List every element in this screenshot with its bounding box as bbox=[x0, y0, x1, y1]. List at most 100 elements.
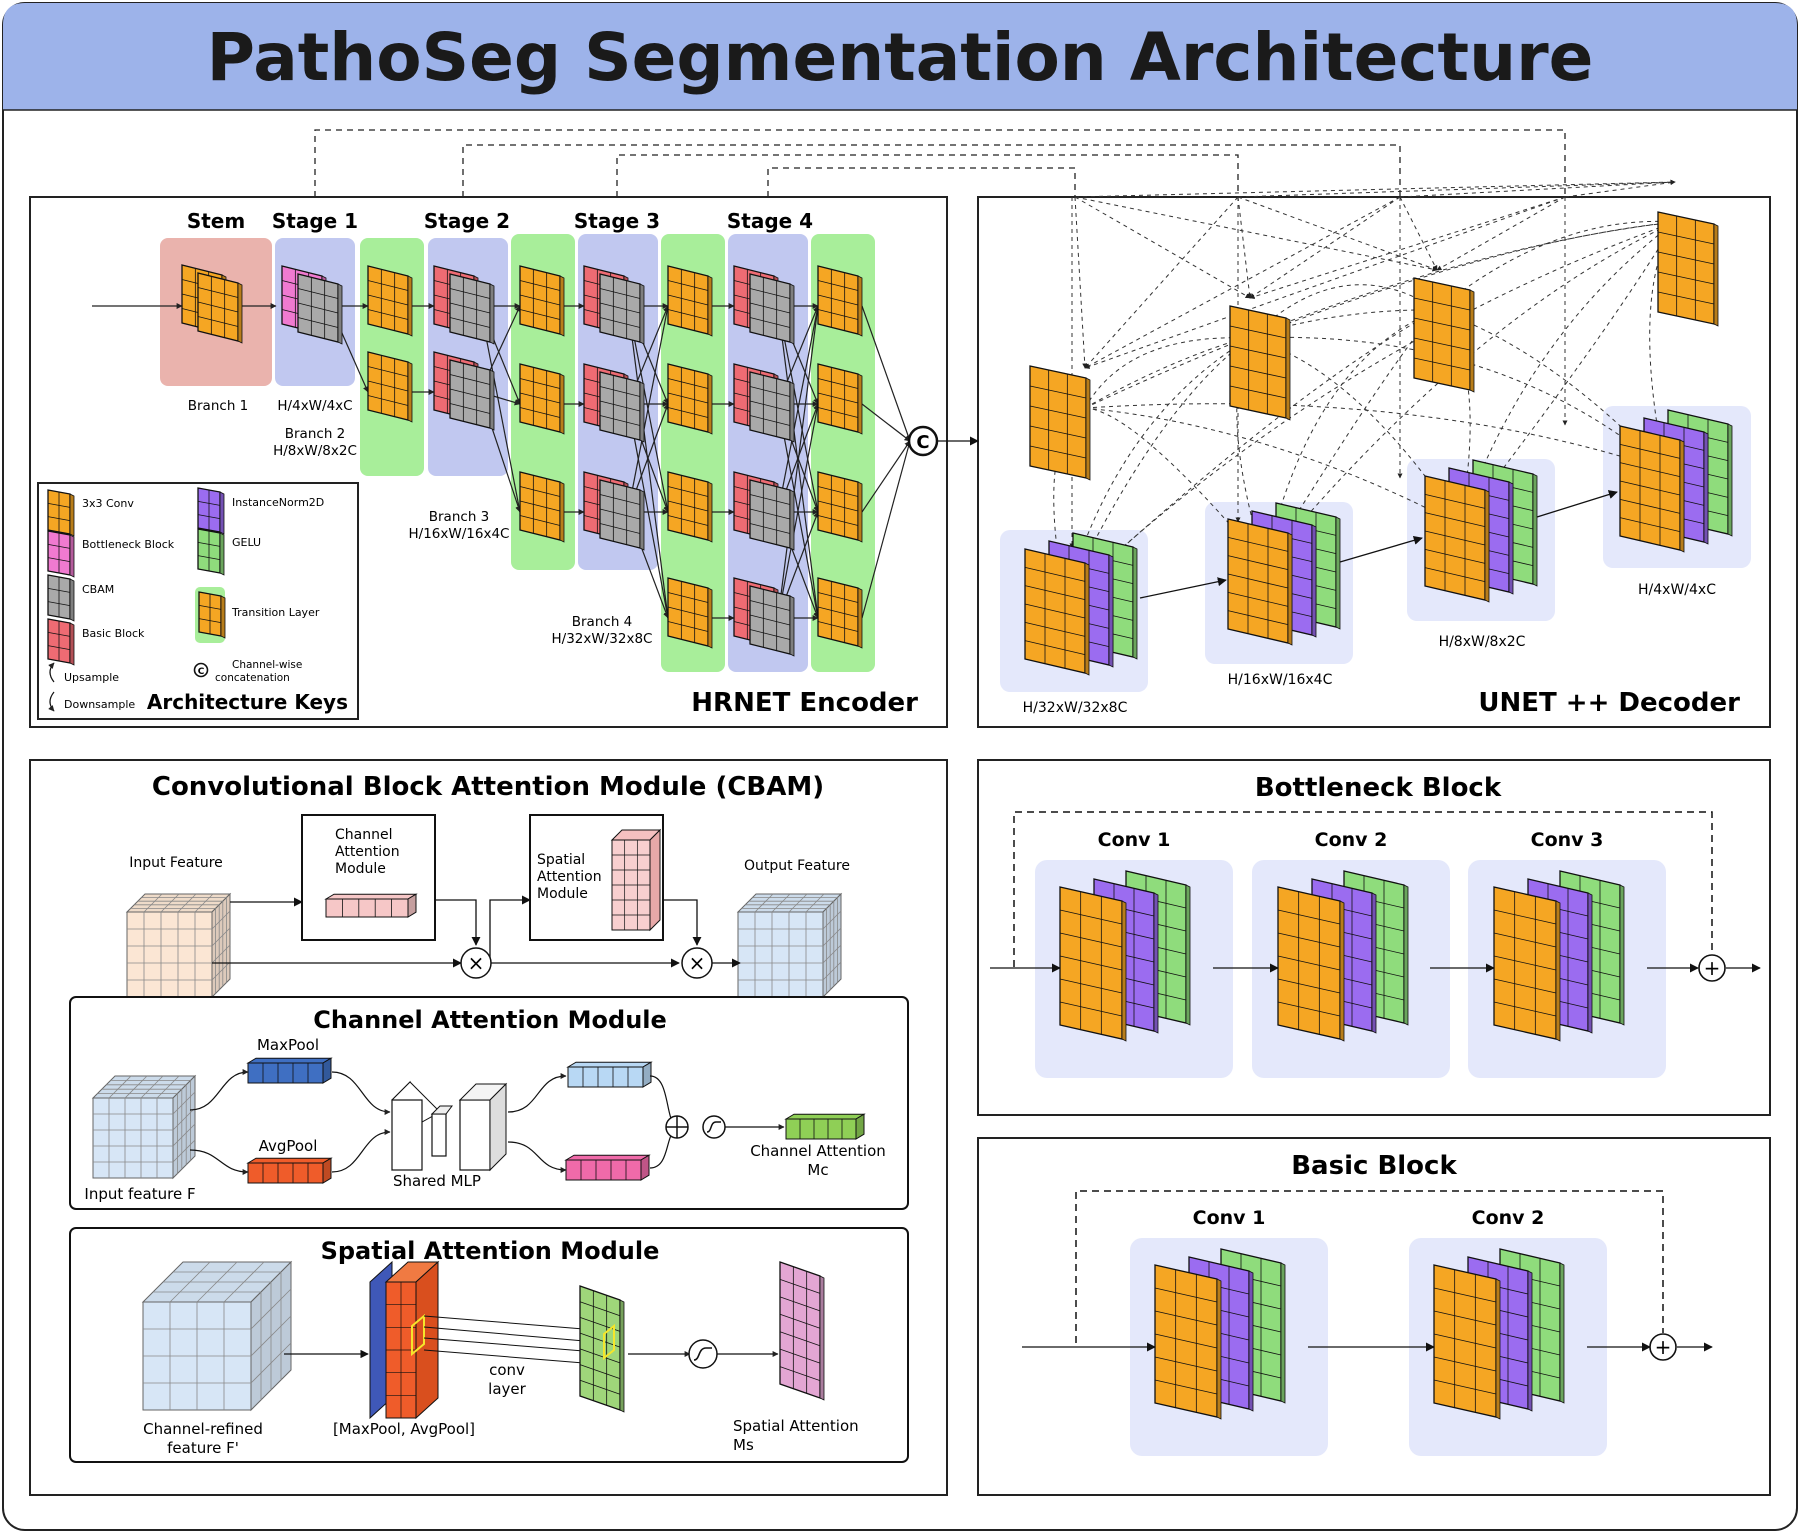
branch4-label: Branch 4 bbox=[572, 614, 633, 630]
downsample-icon bbox=[48, 691, 55, 712]
cbam-input-label: Input Feature bbox=[129, 855, 223, 871]
sam-title: Spatial Attention Module bbox=[321, 1237, 660, 1265]
key-transition-icon bbox=[198, 591, 226, 639]
transition4-b4 bbox=[817, 577, 863, 649]
cam-max-out-vector bbox=[566, 1061, 653, 1088]
dec-node-x30 bbox=[1229, 305, 1291, 421]
unetpp-decoder: H/32xW/32x8C H/16xW/16x4C H/8xW/8x2C H/4… bbox=[1000, 179, 1751, 718]
key-gelu-icon bbox=[197, 528, 225, 576]
transition3-b4 bbox=[667, 577, 713, 649]
stage4-b4-b bbox=[749, 585, 795, 657]
svg-text:×: × bbox=[468, 951, 485, 975]
svg-text:+: + bbox=[1704, 956, 1721, 980]
key-bottleneck-icon bbox=[47, 530, 75, 578]
upsample-icon bbox=[48, 662, 55, 683]
bn-add-symbol bbox=[1698, 954, 1726, 982]
key-bottleneck: Bottleneck Block bbox=[82, 538, 175, 551]
dec-group8-conv bbox=[1424, 475, 1490, 603]
bn-conv2-label: Conv 2 bbox=[1315, 829, 1388, 851]
ca-box-line3: Module bbox=[335, 861, 386, 877]
branch2-dim: H/8xW/8x2C bbox=[273, 443, 357, 459]
stage4-b2-b bbox=[749, 371, 795, 443]
transition1-b1 bbox=[367, 265, 413, 337]
key-conv-icon bbox=[47, 489, 75, 537]
dec-dim-16: H/16xW/16x4C bbox=[1228, 672, 1333, 688]
sam-sigmoid-icon bbox=[688, 1339, 718, 1369]
key-upsample: Upsample bbox=[64, 671, 119, 684]
transition3-bg bbox=[661, 234, 725, 672]
stage-label-stem: Stem bbox=[187, 209, 245, 233]
spatial-attention-module: Spatial Attention Module Channel-refined… bbox=[69, 1227, 909, 1463]
cam-avg-out-vector bbox=[564, 1154, 651, 1181]
branch2-label: Branch 2 bbox=[285, 426, 346, 442]
cam-input-label: Input feature F bbox=[84, 1185, 195, 1203]
bn-conv2-conv bbox=[1277, 886, 1345, 1042]
cam-maxpool-label: MaxPool bbox=[257, 1036, 319, 1054]
cam-output-2: Mc bbox=[807, 1161, 828, 1179]
dec-group4-conv bbox=[1619, 425, 1685, 553]
cbam-title: Convolutional Block Attention Module (CB… bbox=[152, 772, 824, 802]
key-concat-2: concatenation bbox=[215, 672, 290, 684]
cam-avgpool-vector bbox=[246, 1157, 333, 1184]
dec-dim-4: H/4xW/4xC bbox=[1638, 582, 1716, 598]
stage2-b1-b bbox=[449, 273, 495, 345]
cbam-input-cube bbox=[125, 892, 232, 999]
key-downsample: Downsample bbox=[64, 698, 135, 711]
architecture-keys: 3x3 Conv Bottleneck Block CBAM Basic Blo… bbox=[37, 482, 359, 720]
stage4-b1-b bbox=[749, 273, 795, 345]
transition4-bg bbox=[811, 234, 875, 672]
key-cbam: CBAM bbox=[82, 583, 114, 596]
cbam-flow bbox=[212, 895, 741, 968]
cam-input-cube bbox=[91, 1074, 197, 1180]
sa-box-line2: Attention bbox=[537, 869, 602, 885]
encoder-panel-title: HRNET Encoder bbox=[691, 688, 918, 718]
bn-conv3-label: Conv 3 bbox=[1531, 829, 1604, 851]
cbam-multiply-2 bbox=[681, 947, 713, 979]
shared-mlp-icon bbox=[391, 1080, 508, 1172]
skip-connections bbox=[314, 129, 1566, 197]
key-instnorm: InstanceNorm2D bbox=[232, 496, 324, 509]
sam-conv-map bbox=[579, 1285, 625, 1413]
cam-mlp-label: Shared MLP bbox=[393, 1172, 481, 1190]
basic-block-section: Basic Block Conv 1 Conv 2 + bbox=[1022, 1151, 1713, 1456]
dec-node-x40 bbox=[1029, 365, 1091, 481]
stage4-b3-b bbox=[749, 479, 795, 551]
transition1-b2 bbox=[367, 351, 413, 423]
sa-box-line3: Module bbox=[537, 886, 588, 902]
sa-box-line1: Spatial bbox=[537, 852, 585, 868]
key-basic-icon bbox=[47, 618, 75, 666]
transition4-b1 bbox=[817, 265, 863, 337]
cam-sigmoid-icon bbox=[702, 1115, 726, 1139]
branch4-dim: H/32xW/32x8C bbox=[552, 631, 653, 647]
dec-group16-conv bbox=[1227, 518, 1293, 646]
basic-add-symbol bbox=[1649, 1333, 1677, 1361]
transition4-b2 bbox=[817, 363, 863, 435]
ca-result-vector bbox=[324, 893, 418, 918]
transition4-b3 bbox=[817, 471, 863, 543]
svg-text:+: + bbox=[1655, 1335, 1672, 1359]
dec-dim-32: H/32xW/32x8C bbox=[1023, 700, 1128, 716]
channel-attention-module: Channel Attention Module MaxPool AvgPool… bbox=[69, 996, 909, 1210]
bn-conv3-conv bbox=[1493, 886, 1561, 1042]
basic-block-panel bbox=[977, 1137, 1771, 1496]
stage-label-3: Stage 3 bbox=[574, 209, 660, 233]
bn-conv1-conv bbox=[1059, 886, 1127, 1042]
stage1-bottleneck-b bbox=[297, 273, 343, 345]
transition3-b2 bbox=[667, 363, 713, 435]
ca-box-line1: Channel bbox=[335, 827, 392, 843]
transition2-b1 bbox=[519, 265, 565, 337]
stage3-b3-b bbox=[599, 479, 645, 551]
basic-conv2-label: Conv 2 bbox=[1472, 1207, 1545, 1229]
sam-conv-1: conv bbox=[489, 1361, 525, 1379]
cbam-output-label: Output Feature bbox=[744, 858, 850, 874]
sam-pool-label: [MaxPool, AvgPool] bbox=[333, 1420, 475, 1438]
bn-conv1-label: Conv 1 bbox=[1098, 829, 1171, 851]
transition2-b2 bbox=[519, 363, 565, 435]
stage-label-2: Stage 2 bbox=[424, 209, 510, 233]
transition3-b1 bbox=[667, 265, 713, 337]
cbam-output-cube bbox=[736, 892, 843, 999]
sam-output-1: Spatial Attention bbox=[733, 1417, 859, 1435]
dec-node-x20 bbox=[1413, 277, 1475, 393]
key-instnorm-icon bbox=[197, 487, 225, 535]
dec-group32-conv bbox=[1024, 548, 1090, 676]
